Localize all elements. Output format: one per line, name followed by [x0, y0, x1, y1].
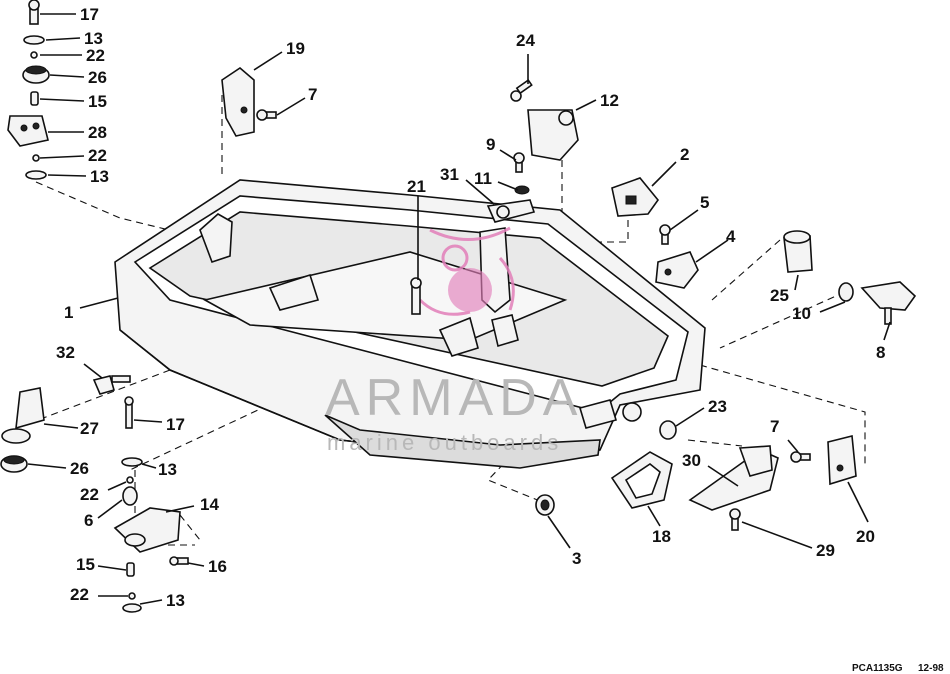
part-washer-13-top	[23, 35, 45, 45]
callout-27: 27	[80, 419, 99, 438]
callout-13-low: 13	[158, 460, 177, 479]
callout-28: 28	[88, 123, 107, 142]
callout-14: 14	[200, 495, 219, 514]
part-grommet-26-top	[22, 65, 50, 84]
callout-23: 23	[708, 397, 727, 416]
part-washer-11	[514, 185, 530, 195]
callout-10: 10	[792, 304, 811, 323]
armada-logo	[418, 226, 515, 316]
part-screw-17-low	[124, 396, 134, 429]
part-handle-18	[610, 451, 673, 509]
callout-15-low: 15	[76, 555, 95, 574]
callout-22-top: 22	[86, 46, 105, 65]
part-screw-7-top	[256, 109, 277, 121]
leader-lines	[27, 13, 891, 605]
callout-12: 12	[600, 91, 619, 110]
callout-2: 2	[680, 145, 689, 164]
callout-1: 1	[64, 303, 73, 322]
part-grommet-3	[535, 494, 555, 516]
callout-15-top: 15	[88, 92, 107, 111]
callout-29: 29	[816, 541, 835, 560]
callout-4: 4	[726, 227, 736, 246]
part-screw-29	[729, 508, 741, 531]
callout-25: 25	[770, 286, 789, 305]
callout-13-top: 13	[84, 29, 103, 48]
callout-31: 31	[440, 165, 459, 184]
watermark-brand: ARMADA	[325, 369, 583, 427]
part-screw-32	[92, 375, 131, 395]
watermark-tagline: marine outboards	[327, 430, 562, 455]
callout-labels: 17 13 22 26 15 28 22 13 19 7 24 12 9 11 …	[56, 5, 885, 610]
callout-20: 20	[856, 527, 875, 546]
callout-18: 18	[652, 527, 671, 546]
part-screw-7-low	[790, 451, 811, 463]
callout-17-top: 17	[80, 5, 99, 24]
part-pin-15-low	[126, 562, 135, 577]
part-nut-22-mid	[32, 154, 40, 162]
callout-9: 9	[486, 135, 495, 154]
part-screw-16	[169, 556, 189, 566]
part-pin-15-top	[30, 91, 39, 106]
callout-16: 16	[208, 557, 227, 576]
part-fitting-8	[860, 281, 917, 325]
callout-5: 5	[700, 193, 709, 212]
part-latch-4	[655, 251, 699, 289]
part-bushing-25	[783, 230, 813, 273]
callout-6: 6	[84, 511, 93, 530]
part-latch-2	[611, 177, 660, 217]
callout-22-low: 22	[80, 485, 99, 504]
part-bracket-20	[827, 434, 857, 486]
part-washer-13-bottom	[122, 603, 142, 613]
part-bracket-27	[1, 387, 45, 444]
part-lever-30	[688, 445, 779, 511]
assembly-dashed-lines	[35, 95, 866, 546]
part-plug-23	[659, 420, 677, 440]
callout-13-bottom: 13	[166, 591, 185, 610]
part-grommet-26-low	[0, 455, 28, 473]
callout-24: 24	[516, 31, 535, 50]
part-nut-22-top	[30, 51, 38, 59]
figure-date: 12-98	[918, 663, 944, 674]
part-screw-9	[513, 152, 525, 173]
figure-code: PCA1135G	[852, 663, 903, 674]
part-nut-22-low	[126, 476, 134, 484]
part-nut-22-bottom	[128, 592, 136, 600]
callout-7-low: 7	[770, 417, 779, 436]
callout-22-mid: 22	[88, 146, 107, 165]
part-washer-13-low	[121, 457, 143, 467]
part-washer-13-mid	[25, 170, 47, 180]
part-clip-31	[486, 199, 536, 223]
callout-21: 21	[407, 177, 426, 196]
callout-7-top: 7	[308, 85, 317, 104]
part-bushing-6	[122, 486, 138, 506]
callout-26-top: 26	[88, 68, 107, 87]
part-screw-21	[410, 277, 422, 315]
part-bracket-28	[7, 115, 49, 147]
part-bracket-12	[527, 109, 579, 161]
callout-30: 30	[682, 451, 701, 470]
callout-26-low: 26	[70, 459, 89, 478]
callout-8: 8	[876, 343, 885, 362]
part-washer-10	[838, 282, 854, 302]
callout-11: 11	[474, 169, 492, 188]
callout-17-low: 17	[166, 415, 185, 434]
callout-13-mid: 13	[90, 167, 109, 186]
callout-3: 3	[572, 549, 581, 568]
part-screw-17-top	[28, 0, 40, 25]
callout-19: 19	[286, 39, 305, 58]
callout-32: 32	[56, 343, 75, 362]
callout-22-bottom: 22	[70, 585, 89, 604]
part-bracket-19	[221, 66, 255, 137]
part-bracket-14	[113, 507, 181, 553]
part-screw-5	[659, 224, 671, 245]
